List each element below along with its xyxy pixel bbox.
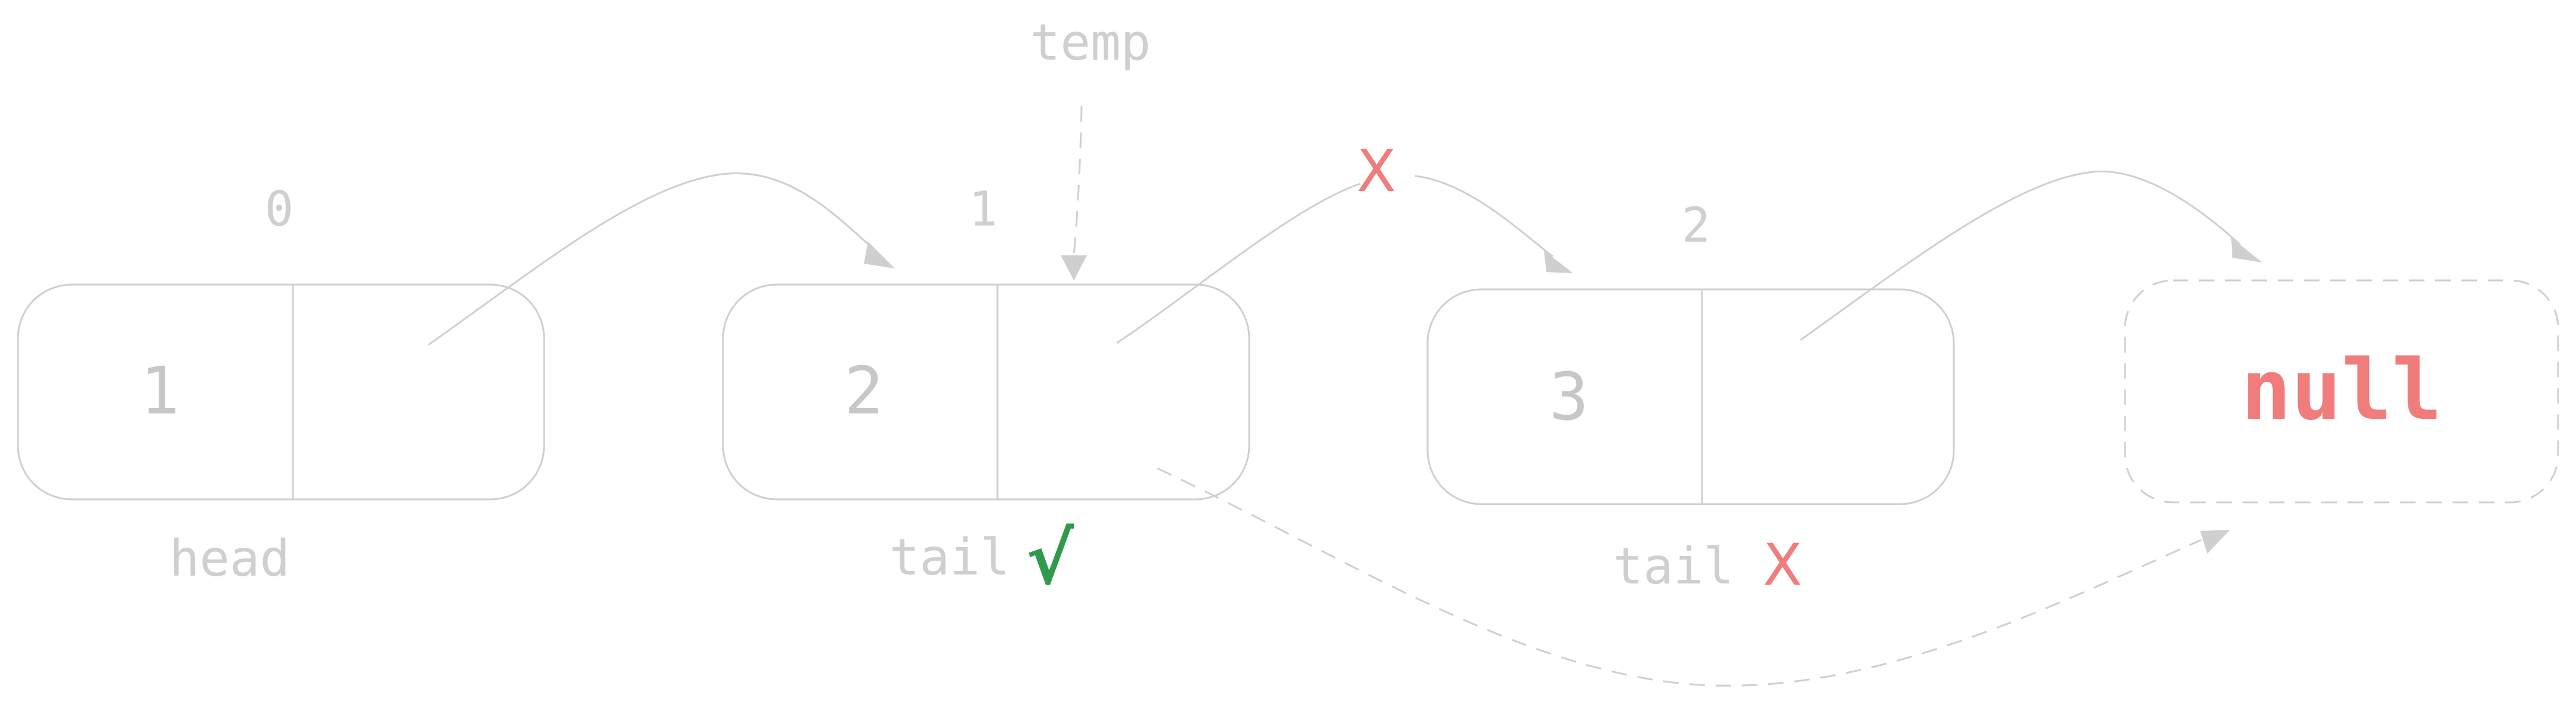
- broken-link-cross-icon: X: [1357, 138, 1396, 205]
- link-line-2-to-null: [1800, 170, 2241, 341]
- node-label-tail-1: tail: [889, 528, 1010, 586]
- link-line-0-to-1: [428, 172, 875, 346]
- broken-link-head: [1544, 251, 1573, 273]
- link-head-0-to-1: [864, 242, 895, 268]
- node-label-head: head: [169, 529, 290, 588]
- node-box-2: [1426, 288, 1955, 505]
- null-text: null: [2241, 342, 2442, 439]
- null-node-box: [2124, 279, 2559, 504]
- list-node-0: 0 1 head: [17, 181, 545, 588]
- temp-pointer: temp: [1030, 13, 1151, 280]
- broken-link-line-end: [1414, 175, 1553, 258]
- new-link-1-to-null: [1157, 467, 2230, 687]
- node-index-0: 0: [265, 181, 294, 237]
- temp-arrow-line: [1073, 106, 1083, 256]
- broken-link-1-to-2: X: [1116, 138, 1573, 344]
- link-head-2-to-null: [2231, 237, 2262, 263]
- cross-mark-icon: X: [1763, 532, 1802, 598]
- node-box-0: [17, 283, 545, 501]
- node-value-0: 1: [140, 353, 180, 429]
- temp-label: temp: [1030, 13, 1151, 72]
- link-arrow-2-to-null: [1800, 170, 2262, 341]
- node-label-tail-2: tail: [1613, 537, 1734, 595]
- node-value-1: 2: [844, 353, 884, 429]
- node-box-1: [722, 283, 1250, 501]
- temp-arrow-head: [1061, 255, 1087, 280]
- null-node: null: [2124, 279, 2559, 504]
- new-link-head-1-to-null: [2200, 530, 2230, 554]
- node-value-2: 3: [1549, 359, 1589, 435]
- node-index-2: 2: [1682, 197, 1710, 253]
- node-index-1: 1: [969, 181, 997, 237]
- list-node-1: 1 2 tail √: [722, 181, 1250, 601]
- link-arrow-0-to-1: [428, 172, 895, 346]
- new-link-line-1-to-null: [1157, 467, 2202, 687]
- check-mark-icon: √: [1026, 518, 1074, 601]
- broken-link-line-start: [1116, 183, 1361, 344]
- list-node-2: 2 3 tail X: [1426, 197, 1955, 598]
